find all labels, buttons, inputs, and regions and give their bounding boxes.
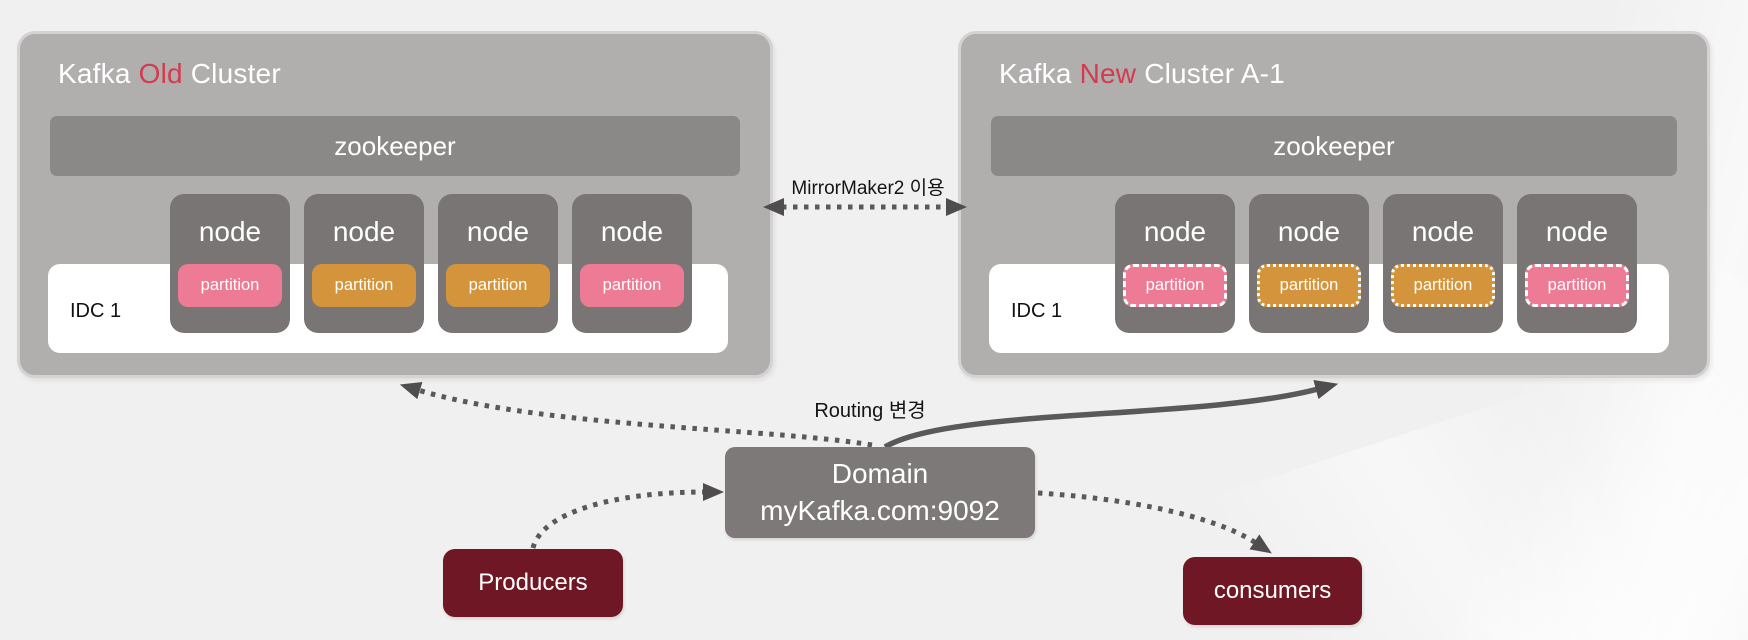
kafka-new-cluster: Kafka New Cluster A-1 zookeeper IDC 1 no…: [958, 31, 1710, 378]
partition-pill: partition: [312, 264, 416, 307]
cluster-title-highlight: New: [1079, 58, 1137, 89]
partition-pill: partition: [580, 264, 684, 307]
producers-to-domain-arrow: [530, 483, 724, 549]
partition-pill: partition: [178, 264, 282, 307]
node-box: node partition: [1249, 194, 1369, 333]
domain-box: Domain myKafka.com:9092: [725, 447, 1035, 538]
cluster-title-prefix: Kafka: [999, 58, 1080, 89]
cluster-title: Kafka New Cluster A-1: [999, 58, 1285, 90]
cluster-title-suffix: Cluster A-1: [1136, 58, 1285, 89]
cluster-title: Kafka Old Cluster: [58, 58, 281, 90]
consumers-label: consumers: [1213, 577, 1332, 604]
node-box: node partition: [1115, 194, 1235, 333]
node-box: node partition: [1517, 194, 1637, 333]
domain-to-consumers-arrow: [1037, 490, 1272, 554]
node-box: node partition: [438, 194, 558, 333]
node-label: node: [600, 216, 664, 247]
node-box: node partition: [304, 194, 424, 333]
domain-address: myKafka.com:9092: [760, 494, 1000, 526]
node-box: node partition: [572, 194, 692, 333]
cluster-title-prefix: Kafka: [58, 58, 139, 89]
node-label: node: [332, 216, 396, 247]
node-label: node: [1411, 216, 1475, 247]
node-label: node: [1545, 216, 1609, 247]
node-row: node partition node partition node parti…: [1115, 194, 1675, 333]
node-box: node partition: [1383, 194, 1503, 333]
partition-pill: partition: [446, 264, 550, 307]
node-label: node: [198, 216, 262, 247]
kafka-old-cluster: Kafka Old Cluster zookeeper IDC 1 node p…: [17, 31, 773, 378]
domain-title: Domain: [831, 457, 929, 489]
cluster-title-suffix: Cluster: [182, 58, 281, 89]
partition-pill: partition: [1257, 264, 1361, 307]
node-label: node: [1143, 216, 1207, 247]
partition-pill: partition: [1391, 264, 1495, 307]
consumers-box: consumers: [1183, 557, 1362, 625]
idc-label: IDC 1: [1011, 300, 1063, 322]
cluster-title-highlight: Old: [138, 58, 183, 89]
partition-pill: partition: [1525, 264, 1629, 307]
routing-label: Routing 변경: [814, 400, 926, 422]
producers-label: Producers: [478, 569, 588, 596]
node-row: node partition node partition node parti…: [170, 194, 730, 333]
mirrormaker-label: MirrorMaker2 이용: [791, 178, 945, 199]
partition-pill: partition: [1123, 264, 1227, 307]
zookeeper-bar: zookeeper: [991, 116, 1677, 176]
node-box: node partition: [170, 194, 290, 333]
idc-label: IDC 1: [70, 300, 122, 322]
routing-to-new-arrow: [883, 379, 1339, 450]
zookeeper-bar: zookeeper: [50, 116, 740, 176]
node-label: node: [1277, 216, 1341, 247]
node-label: node: [466, 216, 530, 247]
producers-box: Producers: [443, 549, 623, 617]
